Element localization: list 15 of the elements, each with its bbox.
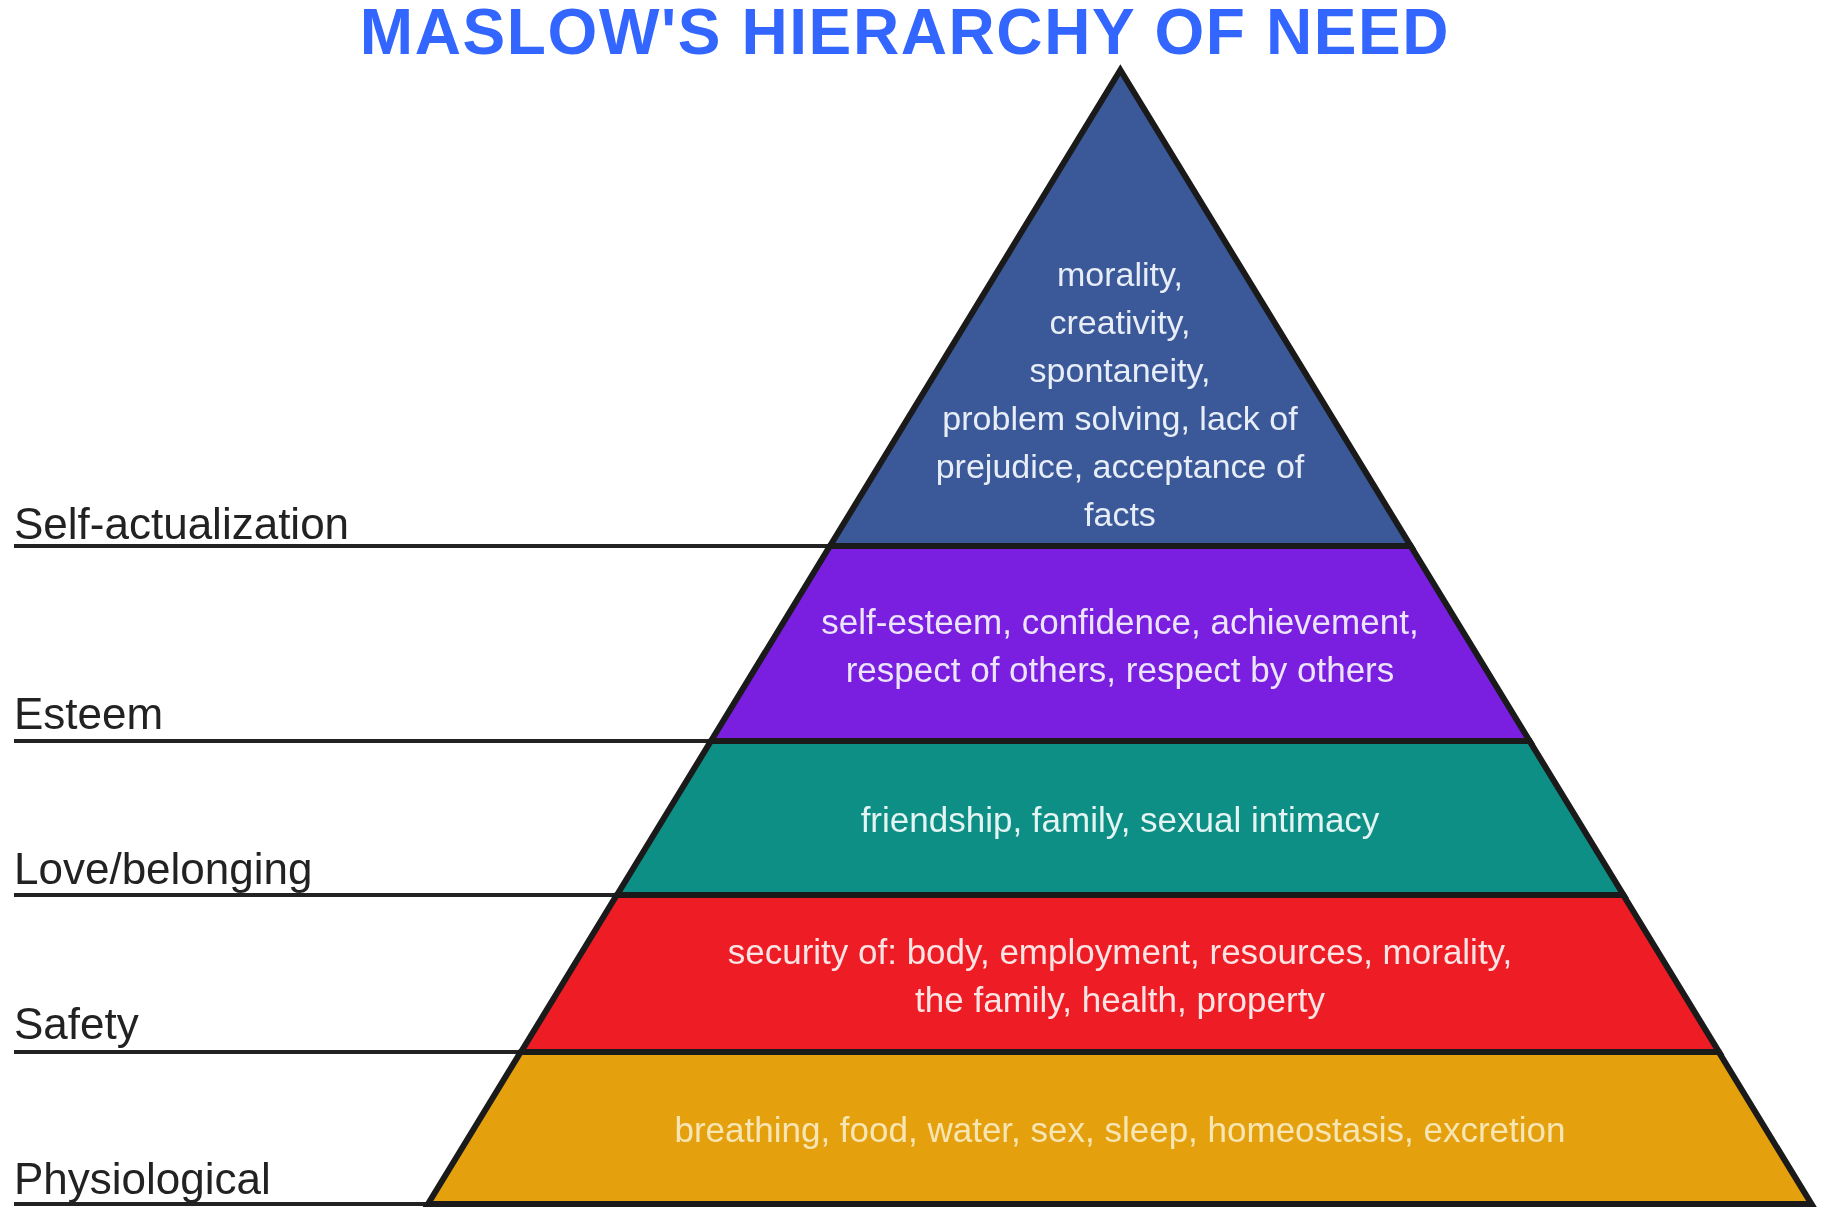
needs-text: breathing, food, water, sex, sleep, homeostasis, excretion [674, 1109, 1566, 1151]
needs-text: morality, creativity, spontaneity, problem solving, lack of prejudice, acceptance of facts [935, 255, 1305, 533]
leader-line [14, 893, 617, 897]
level-label: Safety [14, 1000, 139, 1048]
leader-line [14, 739, 711, 743]
level-label: Physiological [14, 1155, 271, 1203]
title: MASLOW'S HIERARCHY OF NEED [358, 0, 1452, 64]
leader-line [14, 544, 830, 548]
leader-line [14, 1050, 521, 1054]
level-label: Self-actualization [14, 500, 350, 548]
needs-text: friendship, family, sexual intimacy [860, 799, 1380, 841]
needs-text: security of: body, employment, resources, morality, the family, health, property [726, 930, 1514, 1021]
level-label: Esteem [14, 690, 164, 738]
needs-text: self-esteem, confidence, achievement, respect of others, respect by others [820, 600, 1420, 691]
level-label: Love/belonging [14, 845, 313, 893]
